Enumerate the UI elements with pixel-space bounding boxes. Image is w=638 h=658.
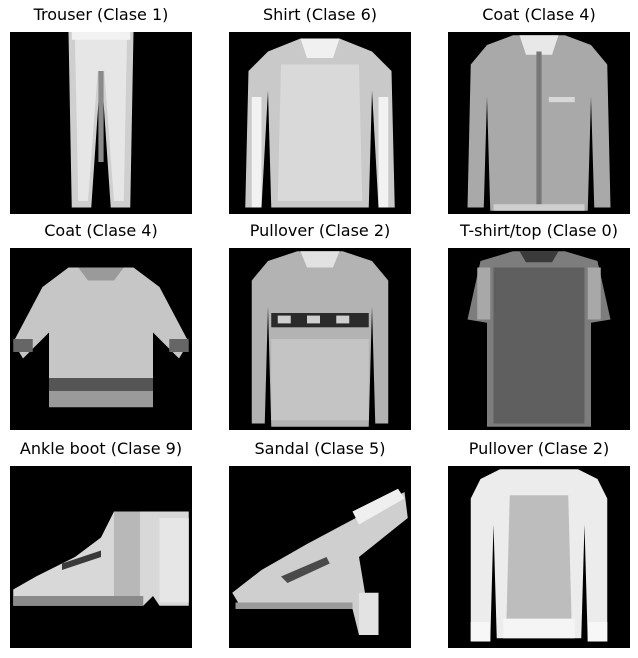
trouser-image [10,32,192,214]
tile-title: T-shirt/top (Clase 0) [460,221,618,240]
coat-image [10,248,192,430]
coat-icon [448,32,630,214]
trouser-icon [10,32,192,214]
tile-title: Coat (Clase 4) [482,5,596,24]
tile-title: Coat (Clase 4) [44,221,158,240]
tile-title: Sandal (Clase 5) [254,439,386,458]
shirt-icon [229,32,411,214]
t-shirt-image [448,248,630,430]
tile-title: Ankle boot (Clase 9) [19,439,183,458]
tile-title: Pullover (Clase 2) [249,221,391,240]
t-shirt-icon [448,248,630,430]
ankle-boot-image [10,466,192,648]
coat-icon [10,248,192,430]
pullover-icon [448,466,630,648]
coat-image [448,32,630,214]
tile-title: Pullover (Clase 2) [468,439,610,458]
tile-title: Shirt (Clase 6) [262,5,378,24]
sandal-image [229,466,411,648]
shirt-image [229,32,411,214]
tile-title: Trouser (Clase 1) [33,5,169,24]
pullover-icon [229,248,411,430]
pullover-image [229,248,411,430]
sandal-icon [229,466,411,648]
ankle-boot-icon [10,466,192,648]
pullover-image [448,466,630,648]
